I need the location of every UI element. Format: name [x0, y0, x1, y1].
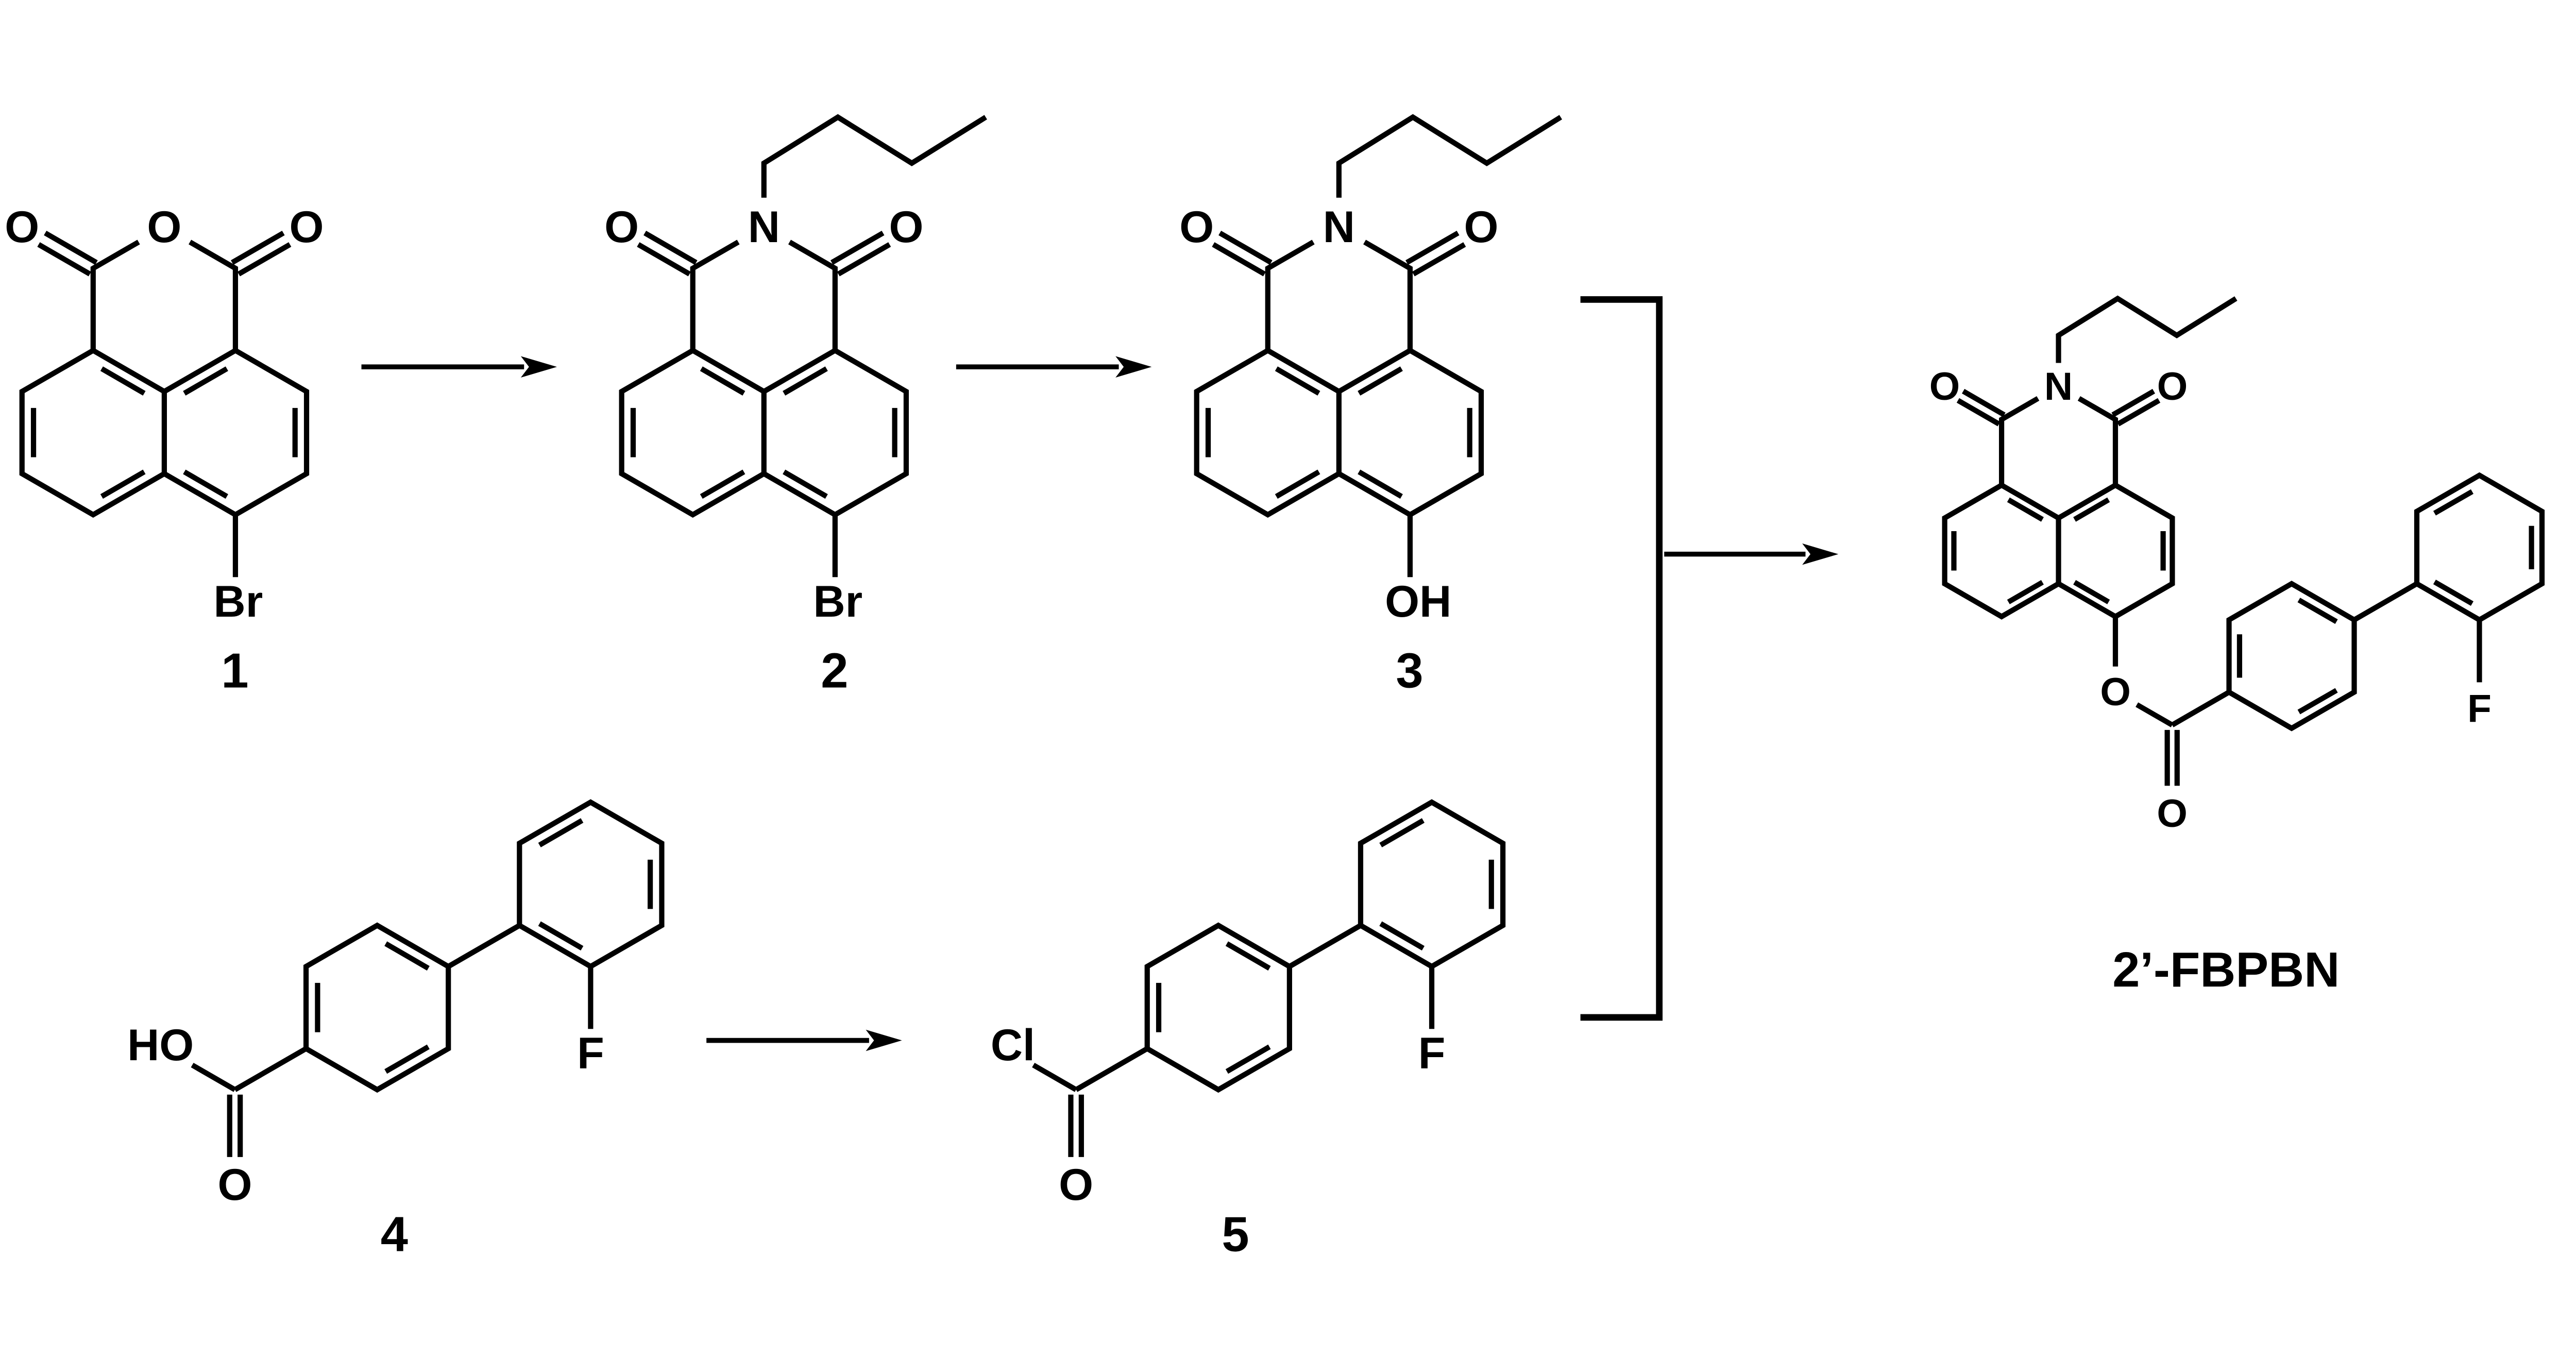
compound-2-butyl [763, 116, 987, 199]
compound-5-carbonyl-oxygen-label: O [1059, 1160, 1093, 1210]
product-ester-carbonyl-oxygen-label: O [2157, 792, 2188, 836]
compound-2-bromo-label: Br [813, 577, 862, 626]
compound-3-number: 3 [1396, 643, 1423, 699]
product-name-label: 2’-FBPBN [2112, 942, 2340, 997]
reaction-arrow-1-head [520, 356, 557, 378]
compound-4-acid-ho-label: HO [127, 1021, 194, 1070]
product-ester-oxygen-label: O [2100, 670, 2131, 714]
compound-2: N O O Br 2 [604, 116, 987, 699]
combination-bracket-path [1580, 296, 1663, 1021]
compound-3-left-carbonyl-oxygen-label: O [1179, 202, 1214, 252]
compound-3: N O O OH 3 [1179, 116, 1562, 699]
product-fluoro-label: F [2467, 687, 2492, 731]
compound-4-fluoro-label: F [577, 1029, 604, 1078]
compound-4-carbonyl-oxygen-label: O [218, 1160, 252, 1210]
product-naphthalimide-rings [1944, 391, 2173, 668]
reaction-arrow-4 [1664, 543, 1839, 565]
compound-3-imide-nitrogen-label: N [1323, 202, 1355, 252]
compound-2-imide-nitrogen-label: N [748, 202, 780, 252]
compound-3-rings [1196, 232, 1482, 578]
product-2fbpbn: N O O O O F 2’-FBPBN [1929, 298, 2545, 997]
reaction-arrow-2 [956, 356, 1152, 378]
product-left-carbonyl-oxygen-label: O [1929, 365, 1960, 409]
compound-5-fluoro-label: F [1418, 1029, 1446, 1078]
compound-2-left-carbonyl-oxygen-label: O [604, 202, 639, 252]
compound-1: O O O Br 1 [5, 202, 324, 698]
reaction-arrow-3 [706, 1029, 902, 1051]
combination-bracket [1580, 296, 1663, 1021]
compound-5-rings [1032, 801, 1504, 1158]
product-right-carbonyl-oxygen-label: O [2157, 365, 2188, 409]
reaction-arrow-3-head [866, 1029, 902, 1051]
compound-1-left-carbonyl-oxygen-label: O [5, 202, 39, 252]
compound-4-rings [191, 801, 663, 1158]
reaction-arrow-1 [361, 356, 557, 378]
compound-1-rings [21, 232, 308, 578]
compound-2-right-carbonyl-oxygen-label: O [889, 202, 923, 252]
compound-5-chloro-label: Cl [991, 1021, 1035, 1070]
product-butyl [2058, 298, 2237, 364]
compound-2-number: 2 [821, 643, 848, 699]
reaction-arrow-4-head [1802, 543, 1839, 565]
compound-1-number: 1 [221, 643, 248, 699]
compound-2-rings [621, 232, 907, 578]
compound-1-right-carbonyl-oxygen-label: O [290, 202, 324, 252]
compound-3-hydroxy-label: OH [1385, 577, 1451, 626]
compound-1-ring-oxygen-label: O [147, 202, 181, 252]
compound-4-number: 4 [381, 1207, 408, 1262]
product-ester-biphenyl-double-bonds [2164, 489, 2534, 786]
product-ester-biphenyl-skeleton [2136, 472, 2545, 732]
compound-1-bromo-label: Br [214, 577, 263, 626]
compound-3-right-carbonyl-oxygen-label: O [1464, 202, 1499, 252]
product-imide-nitrogen-label: N [2044, 365, 2073, 409]
compound-3-butyl [1338, 116, 1562, 199]
compound-5: Cl O F 5 [991, 801, 1504, 1262]
reaction-arrow-2-head [1115, 356, 1152, 378]
compound-5-number: 5 [1222, 1207, 1249, 1262]
compound-4: HO O F 4 [127, 801, 663, 1262]
